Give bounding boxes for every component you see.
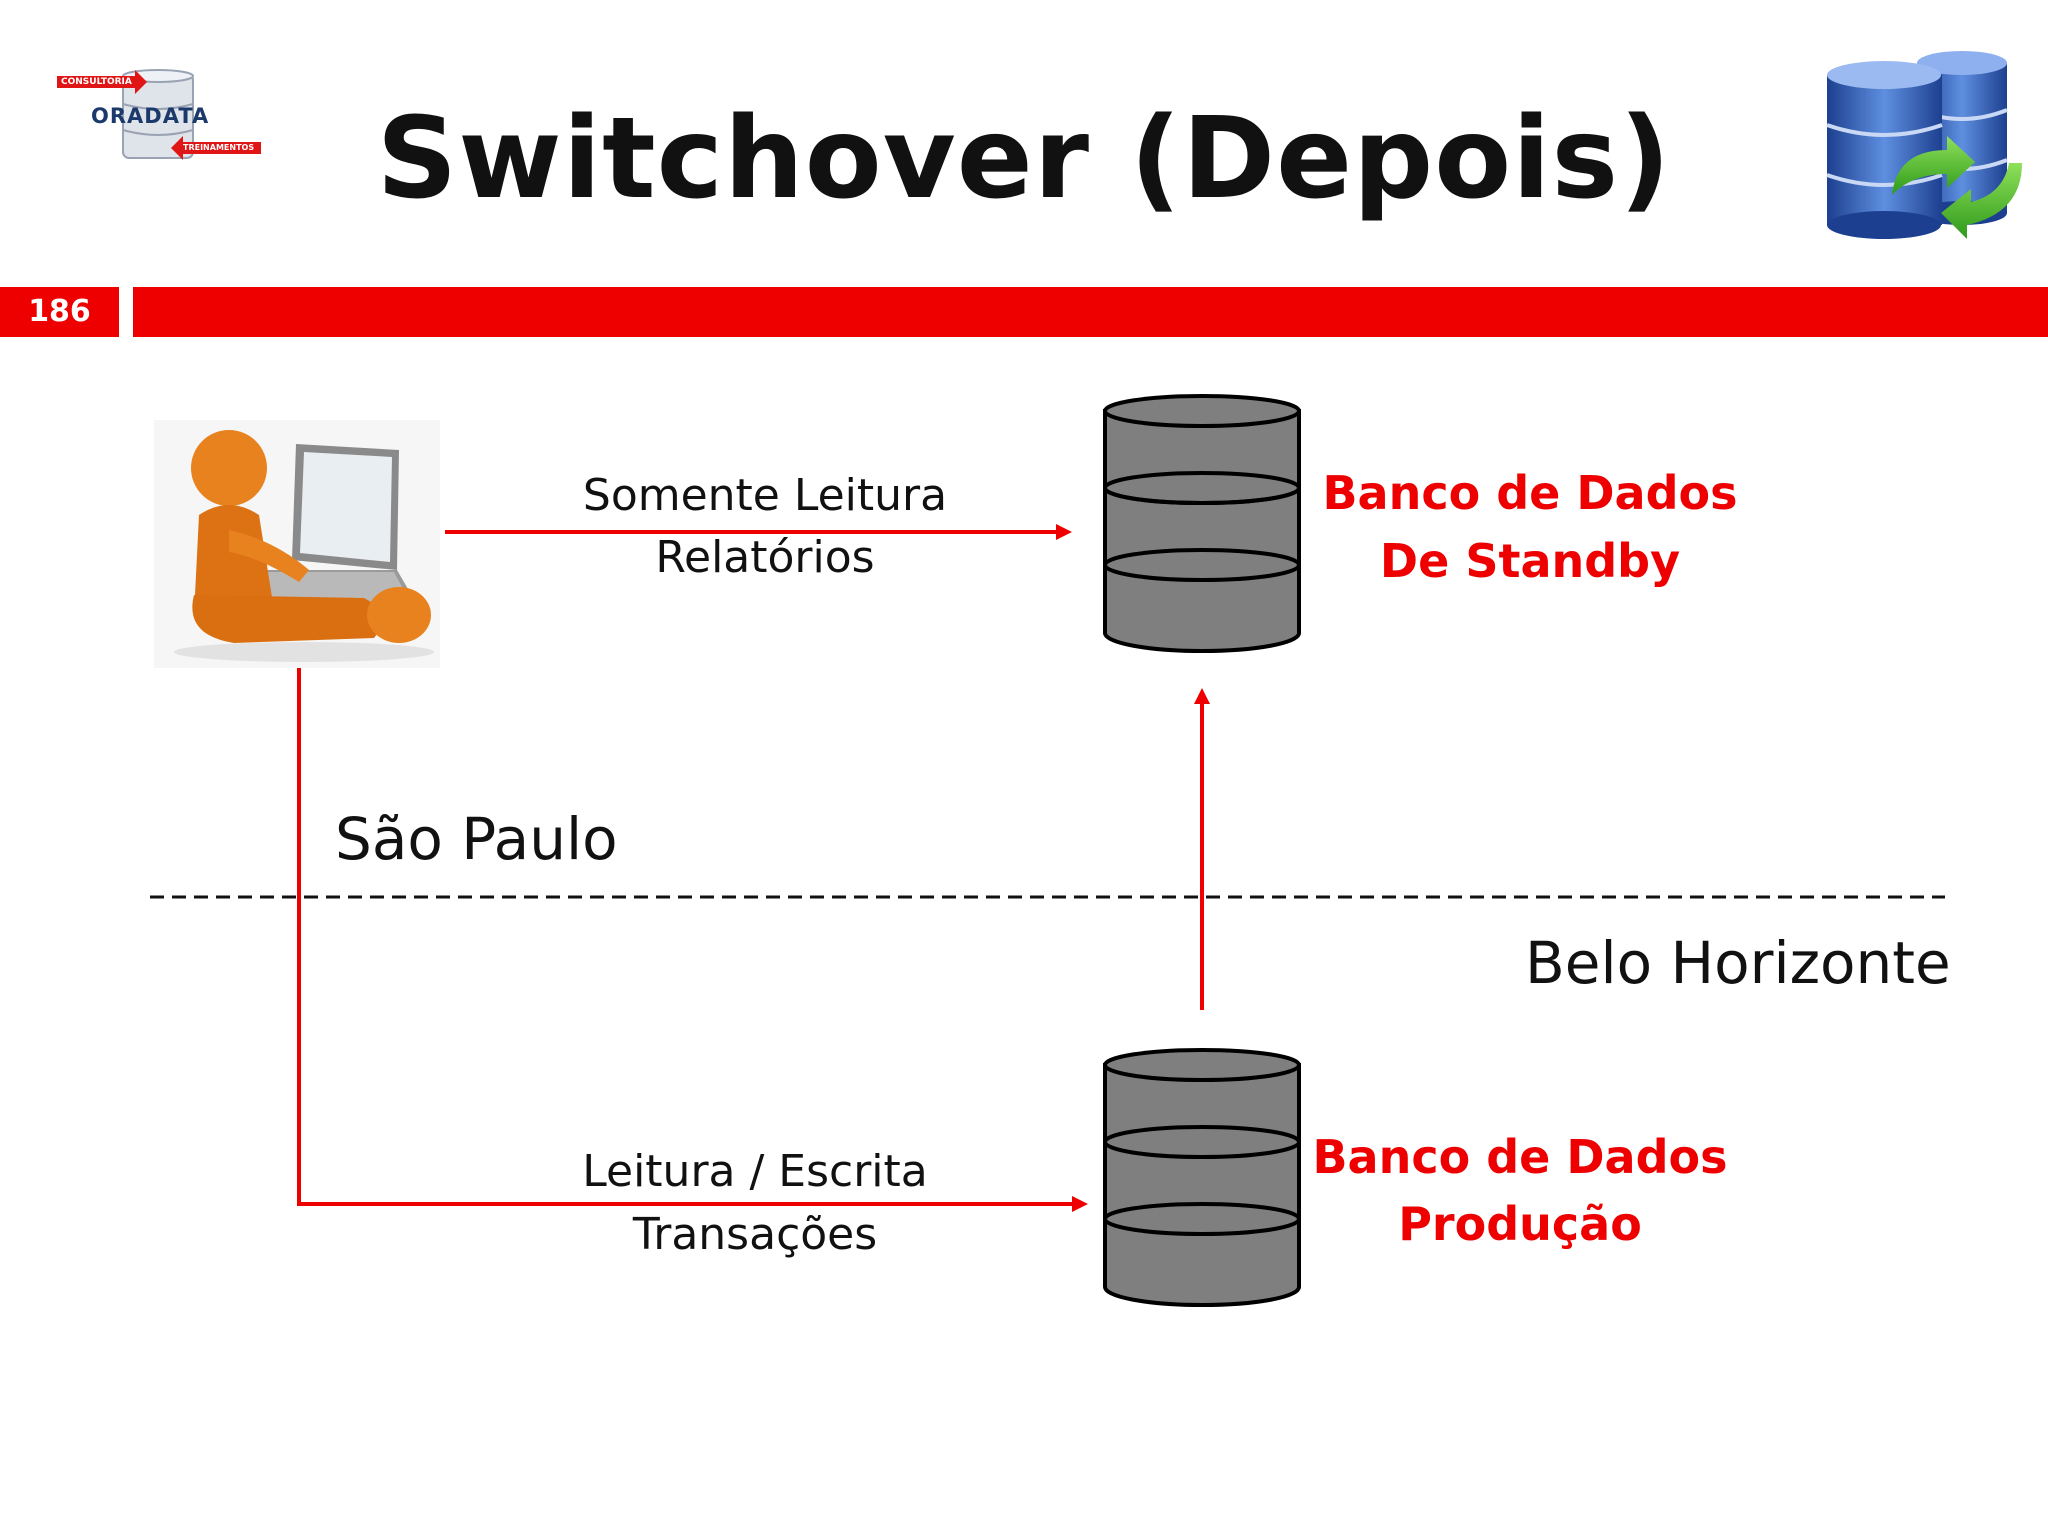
logo-name: ORADATA — [91, 104, 210, 128]
standby-database-icon — [1100, 393, 1304, 653]
top-link-label-line2: Relatórios — [655, 532, 875, 583]
bottom-link-label-line2: Transações — [632, 1209, 878, 1260]
standby-db-label-line2: De Standby — [1379, 534, 1681, 588]
slide-number: 186 — [0, 287, 119, 337]
production-database-icon — [1100, 1047, 1304, 1307]
site-label-belo-horizonte: Belo Horizonte — [1525, 929, 1951, 997]
site-label-sao-paulo: São Paulo — [335, 805, 618, 873]
slide-title: Switchover (Depois) — [376, 94, 1672, 224]
header-red-bar — [133, 287, 2048, 337]
top-link-label-line1: Somente Leitura — [582, 470, 948, 521]
logo-bottom-tag: TREINAMENTOS — [183, 143, 255, 152]
bottom-link-label-line1: Leitura / Escrita — [582, 1146, 928, 1197]
production-db-label-line1: Banco de Dados — [1312, 1130, 1728, 1184]
database-sync-icon — [1822, 45, 2027, 245]
standby-db-label-line1: Banco de Dados — [1322, 466, 1738, 520]
user-laptop-icon — [154, 420, 440, 668]
logo-top-tag: CONSULTORIA — [61, 77, 132, 87]
production-db-label-line2: Produção — [1398, 1197, 1642, 1251]
oradata-logo: CONSULTORIA ORADATA TREINAMENTOS — [55, 68, 265, 168]
read-write-arrow — [297, 668, 1075, 1206]
logo-database-icon — [57, 69, 261, 160]
